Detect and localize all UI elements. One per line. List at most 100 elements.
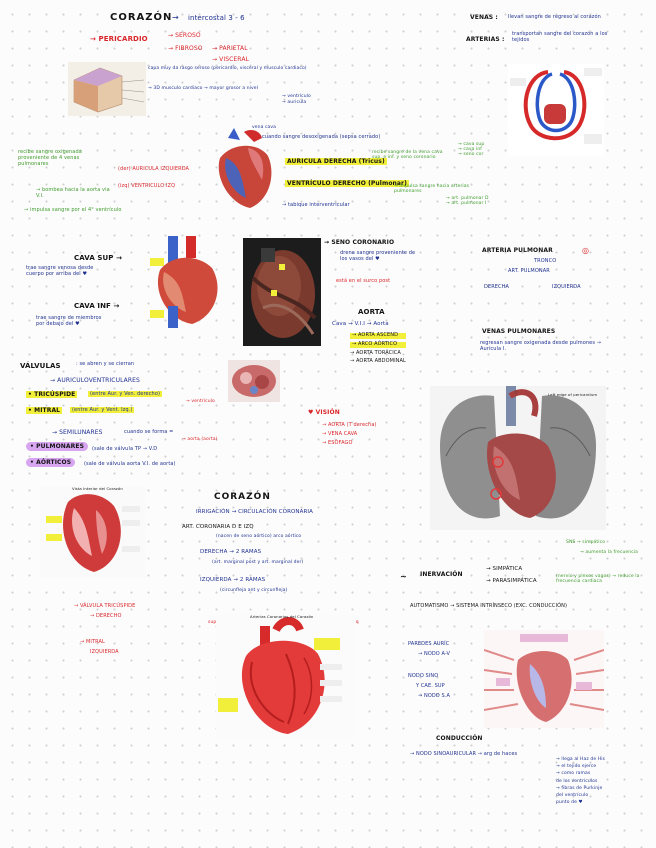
- conduccion-line: → como ramas: [556, 771, 591, 777]
- corazon2-derecha: DERECHA → 2 RAMAS: [200, 549, 262, 555]
- vision-item: → AORTA (T derecha): [322, 422, 377, 428]
- aorta-list: → AORTA ASCEND → ARCO AÓRTICO → AORTA TO…: [350, 332, 406, 365]
- label-auricula-izq: AURICULA DERECHA (Tricus): [285, 158, 387, 165]
- corazon2-irrigacion: IRRIGACIÓN → CIRCULACIÓN CORONARIA: [196, 509, 314, 515]
- coronary-arteries-image: [216, 614, 356, 740]
- right-note-green2: → cava sup → cava inf → seno cor: [458, 142, 485, 158]
- heart-cava-image: [146, 236, 228, 328]
- corazon2-derecha-text: (art. marginal post y art. marginal der): [212, 560, 304, 565]
- venas-label: VENAS :: [470, 14, 498, 21]
- right-note-green1: recibe sangre de la vena cava sup. e inf…: [372, 150, 443, 161]
- nodo-sa: PAREDES AURÍC: [408, 641, 450, 647]
- valvula-pulmonares: • PULMONARES: [26, 442, 88, 451]
- conduccion-line: del ventrículo: [556, 792, 589, 798]
- left-note-green3: → impulsa sangre por el 4° ventrículo: [24, 207, 122, 213]
- capas-line2: → 3D musculo cardiaco → mayor grosor a n…: [148, 86, 258, 91]
- bottom-left-sup: sup: [208, 620, 217, 625]
- vision-list: → AORTA (T derecha) → VENA CAVA → ESÓFAG…: [322, 421, 377, 448]
- valvula-mitral: • MITRAL: [26, 407, 63, 414]
- lungs-label: Left edge of pericardium: [548, 392, 598, 397]
- lungs-heart-image: [430, 386, 606, 530]
- title-sep: →: [172, 13, 179, 22]
- pericardio-parietal: → PARIETAL: [212, 45, 248, 52]
- heart-interior-image: [40, 486, 146, 578]
- inervacion-title: INERVACIÓN: [420, 571, 463, 578]
- right-note-green4: → art. pulmonar D → art. pulmonar I: [446, 196, 489, 207]
- valvula-tricuspide: • TRICÚSPIDE: [26, 391, 78, 398]
- pericardio-visceral: → VISCERAL: [212, 56, 249, 63]
- pericardio-label: → PERICARDIO: [90, 35, 148, 43]
- seno-post: está en el surco post: [336, 278, 391, 284]
- capas-line1: capa muy da rasgo seroso (pericardio, vi…: [148, 66, 307, 71]
- conduccion-line: → llega al Haz de His: [556, 757, 606, 762]
- nodo-av-text1: Y CAE. SUP: [416, 683, 445, 689]
- heart-diagram-image: [210, 128, 278, 210]
- valvula-pulmonares-text: (sale de válvula TP → V.D: [92, 446, 158, 452]
- aorta-title: AORTA: [358, 308, 385, 316]
- corazon2-art-cor-text: (nacen de seno aórtico) arco aórtico: [216, 534, 302, 539]
- inervacion-green-text: → aumenta la frecuencia: [580, 550, 639, 555]
- corazon2-izquierda-text: (circunfleja ant y circunfleja): [220, 588, 288, 593]
- pericardio-fibroso: → FIBROSO: [168, 45, 203, 52]
- label-ventriculo-der: VENTRÍCULO DERECHO (Pulmonar): [285, 180, 409, 187]
- vision-item: → ESÓFAGO: [322, 440, 353, 446]
- label-cava-sup: cuando sangre desoxigenada (sepsa cerrad…: [262, 134, 381, 140]
- corazon2-art-cor: ART. CORONARIA D E IZQ: [182, 524, 254, 530]
- valvula-red-small2: → aorta (aorta): [182, 437, 218, 442]
- inervacion-simpatica: → SIMPÁTICA: [486, 566, 523, 572]
- venas-pulm-title: VENAS PULMONARES: [482, 328, 556, 335]
- inervacion-green-top: SNS → simpático: [566, 540, 606, 545]
- cava-inf-text: trae sangre de miembros por debajo del ♥: [36, 315, 102, 327]
- seno-text: drena sangre proveniente de los vasos de…: [340, 250, 416, 262]
- valvulas-title: VÁLVULAS: [20, 362, 61, 370]
- bottom-left-derecho: → DERECHO: [90, 613, 122, 619]
- aorta-sub: Cava → V.I.I → Aorta: [332, 321, 389, 327]
- arteria-pulm-tronco: TRONCO: [534, 258, 557, 264]
- circulation-diagram-image: [508, 64, 604, 156]
- arteria-pulm-title: ARTERIA PULMONAR: [482, 247, 553, 254]
- aorta-item: → AORTA ABDOMINAL: [350, 358, 406, 365]
- left-note-red1: (der) AURICULA IZQUIERDA: [118, 166, 190, 172]
- page-title: CORAZÓN: [110, 12, 173, 23]
- venas-text: llevan sangre de regreso al corazón: [508, 14, 601, 20]
- arteria-pulm-izquierda: IZQUIERDA: [552, 284, 581, 290]
- title-rest: intercostal 3 - 6: [188, 14, 245, 22]
- seno-title: → SENO CORONARIO: [324, 239, 395, 246]
- arterias-label: ARTERIAS :: [466, 36, 505, 43]
- valvulas-auriculo: → AURICULOVENTRICULARES: [50, 377, 140, 384]
- conduccion-line: punto de ♥: [556, 800, 583, 806]
- valvula-aorticos: • AÓRTICOS: [26, 458, 76, 467]
- valvula-red-small1: → ventrículo: [186, 399, 215, 404]
- inervacion-autonomo: AUTOMATISMO → SISTEMA INTRÍNSECO (EXC. C…: [410, 603, 568, 609]
- venas-pulm-text: regresan sangre oxigenada desde pulmones…: [480, 340, 602, 352]
- valve-image: [228, 360, 280, 402]
- inervacion-parasimpatica: → PARASIMPÁTICA: [486, 578, 537, 584]
- capas-line3b: → auricula: [282, 100, 307, 105]
- valvula-tricuspide-text: (entre Aur. y Ven. derecho): [88, 391, 163, 397]
- conduccion-line: de los ventrículos: [556, 778, 598, 784]
- coronary-sinus-photo: [243, 238, 321, 346]
- bottom-left-izquierda: IZQUIERDA: [90, 649, 119, 655]
- valvulas-semilunares-text: cuando se forma =: [124, 429, 174, 435]
- bottom-left-mitral: → MITRAL: [80, 639, 105, 645]
- nodo-av-text2: → NODO S.A: [418, 693, 451, 699]
- corazon2-title: CORAZÓN: [214, 492, 271, 502]
- coronary-label: Arterias Coronarias del Corazón: [250, 614, 314, 619]
- capas-line3a: → ventrículo: [282, 94, 311, 99]
- conduction-system-image: [484, 630, 604, 728]
- cava-inf-label: CAVA INF →: [74, 302, 120, 310]
- left-note-red2: (izq) VENTRICULO IZQ: [118, 183, 176, 189]
- aorta-item: → AORTA TORÁCICA: [350, 349, 401, 356]
- right-note-green3: → impulsa sangre hacia arterias pulmonar…: [394, 184, 470, 195]
- arteria-pulm-circle: ◎: [582, 246, 590, 255]
- nodo-sa-text: → NODO A-V: [418, 651, 451, 657]
- vision-title: ♥ VISIÓN: [308, 409, 340, 416]
- cava-sup-text: trae sangre venosa desde cuerpo por arri…: [26, 265, 94, 277]
- conduccion-line: → el tejido ejerce: [556, 764, 597, 770]
- nodo-av: NODO SINO: [408, 673, 439, 679]
- valvula-mitral-text: (entre Aur. y Vent. Izq.): [70, 407, 135, 413]
- valvulas-semilunares: → SEMILUNARES: [52, 429, 103, 436]
- aorta-item: → AORTA ASCEND: [350, 332, 406, 339]
- heart-interior-label: Vista Interior del Corazón: [72, 486, 123, 491]
- arterias-text: transportan sangre del corazón a los tej…: [512, 31, 608, 43]
